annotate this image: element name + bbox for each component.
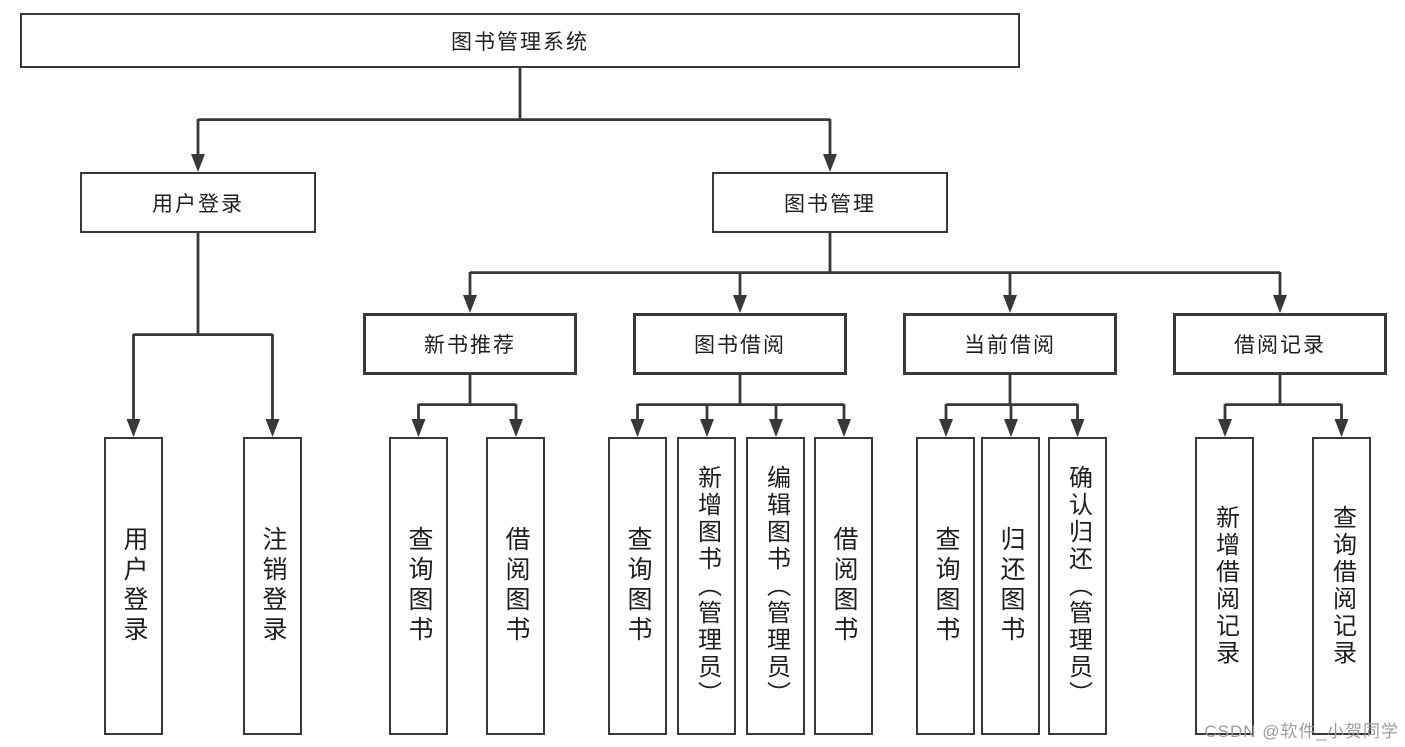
node-current-borrowing: 当前借阅 (903, 313, 1117, 375)
node-return-books: 归还图书 (981, 437, 1040, 735)
node-query-borrow-record: 查询借阅记录 (1312, 437, 1371, 735)
node-borrow-books-leaf: 借阅图书 (814, 437, 873, 735)
node-logout-leaf: 注销登录 (243, 437, 302, 735)
node-new-book-recommend: 新书推荐 (363, 313, 577, 375)
node-query-books-current: 查询图书 (916, 437, 975, 735)
node-borrowing-records: 借阅记录 (1173, 313, 1387, 375)
node-query-books-borrowing: 查询图书 (608, 437, 667, 735)
node-query-books-recommend: 查询图书 (389, 437, 448, 735)
node-root-system: 图书管理系统 (20, 13, 1020, 68)
node-edit-books-admin: 编辑图书（管理员） (746, 437, 805, 735)
node-user-login-leaf: 用户登录 (104, 437, 163, 735)
node-borrow-books-recommend: 借阅图书 (486, 437, 545, 735)
csdn-watermark: CSDN @软件_小贺同学 (1204, 722, 1399, 741)
node-book-management-branch: 图书管理 (712, 172, 948, 233)
node-user-login-branch: 用户登录 (80, 172, 316, 233)
node-book-borrowing: 图书借阅 (633, 313, 847, 375)
node-confirm-return-admin: 确认归还（管理员） (1048, 437, 1107, 735)
arrowheads (126, 154, 1349, 437)
node-add-borrow-record: 新增借阅记录 (1195, 437, 1254, 735)
node-add-books-admin: 新增图书（管理员） (677, 437, 736, 735)
